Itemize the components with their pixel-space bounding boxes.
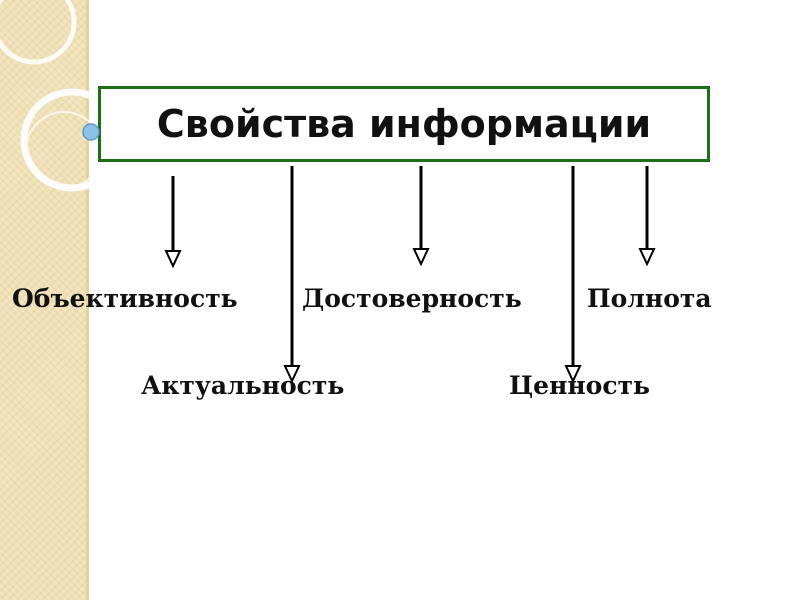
arrow-to-objectivity xyxy=(164,176,182,269)
band-edge xyxy=(86,0,89,600)
property-relevance: Актуальность xyxy=(141,371,345,400)
arrow-to-relevance xyxy=(283,166,301,384)
title-box: Свойства информации xyxy=(98,86,710,162)
arrow-to-reliability xyxy=(412,166,430,267)
diagram-title: Свойства информации xyxy=(156,102,652,146)
property-objectivity: Объективность xyxy=(12,284,238,313)
arrow-to-completeness xyxy=(638,166,656,267)
property-reliability: Достоверность xyxy=(302,284,522,313)
bullet-dot-icon xyxy=(82,123,100,141)
property-value: Ценность xyxy=(509,371,651,400)
arrow-to-value xyxy=(564,166,582,384)
property-completeness: Полнота xyxy=(587,284,712,313)
